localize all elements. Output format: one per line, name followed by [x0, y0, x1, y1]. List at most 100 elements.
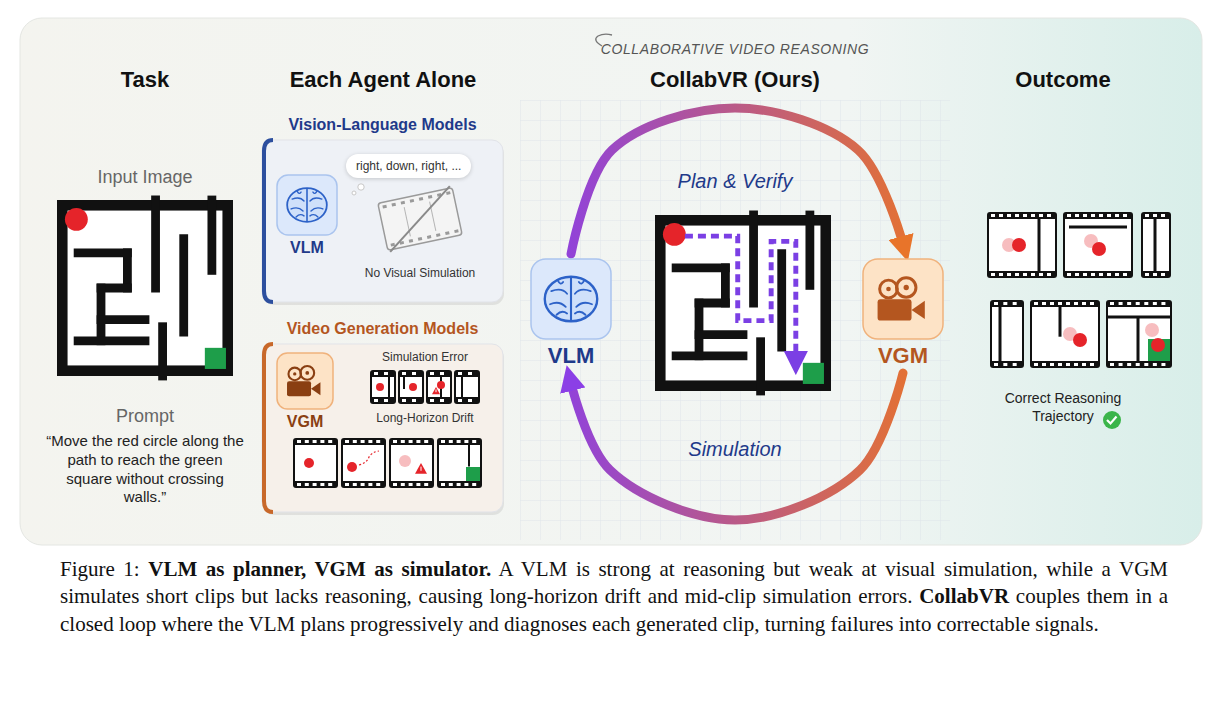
drawing-part — [557, 312, 567, 315]
drawing-part — [293, 438, 338, 488]
drawing-part — [428, 377, 450, 397]
drawing-part — [1107, 214, 1111, 217]
drawing-part — [1106, 300, 1172, 368]
drawing-part — [457, 440, 461, 443]
drawing-part — [1144, 363, 1148, 366]
drawing-part — [391, 445, 432, 481]
drawing-part — [1067, 273, 1071, 276]
drawing-part — [1012, 238, 1026, 252]
drawing-part — [1148, 339, 1170, 361]
speech-bubble: right, down, right, ... — [346, 154, 471, 178]
planned-maze — [660, 215, 825, 391]
agent-icon-box: VLM — [530, 258, 612, 369]
figure-label: Prompt — [50, 405, 240, 428]
edge-label: Plan & Verify — [625, 170, 845, 193]
drawing-part — [320, 440, 324, 443]
drawing-part — [1137, 317, 1140, 361]
drawing-part — [805, 215, 814, 285]
drawing-part — [1034, 302, 1038, 305]
drawing-part — [1144, 302, 1148, 305]
drawing-part — [179, 239, 188, 332]
drawing-part — [1013, 363, 1017, 366]
drawing-part — [999, 273, 1003, 276]
drawing-part — [1115, 214, 1119, 217]
drawing-part — [361, 483, 365, 486]
drawing-part — [1031, 273, 1035, 276]
bubble-tail — [358, 184, 364, 190]
drawing-part — [437, 438, 482, 488]
drawing-part — [345, 440, 349, 443]
drawing-part — [468, 372, 472, 375]
drawing-part — [430, 399, 434, 402]
drawing-part — [409, 239, 414, 243]
figure-label: Correct Reasoning Trajectory — [988, 390, 1138, 425]
drawing-part — [291, 208, 303, 211]
drawing-part — [1145, 323, 1159, 337]
drawing-part — [207, 200, 216, 270]
drawing-part — [441, 440, 445, 443]
panel-heading: Vision-Language Models — [262, 112, 503, 136]
icon-svg — [530, 258, 612, 340]
drawing-part — [472, 483, 476, 486]
drawing-part — [1107, 273, 1111, 276]
film-frame — [454, 370, 480, 404]
drawing-part — [449, 440, 453, 443]
drawing-part — [320, 483, 324, 486]
drawing-part — [685, 236, 796, 363]
drawing-part — [1031, 214, 1035, 217]
drawing-part — [458, 399, 462, 402]
drawing-part — [376, 483, 380, 486]
drawing-part — [1090, 363, 1094, 366]
drawing-part — [440, 399, 444, 402]
caption-run: VLM as planner, VGM as simulator. — [148, 557, 491, 581]
drawing-part — [78, 336, 145, 345]
drawing-part — [991, 214, 995, 217]
drawing-part — [1092, 242, 1106, 256]
drawing-part — [384, 372, 388, 375]
drawing-part — [991, 273, 995, 276]
drawing-part — [468, 399, 472, 402]
drawing-part — [328, 440, 332, 443]
icon-svg — [862, 258, 944, 340]
drawing-part — [418, 237, 423, 241]
drawing-part — [1082, 363, 1086, 366]
film-frame — [426, 370, 452, 404]
drawing-part — [264, 140, 273, 302]
drawing-part — [415, 463, 427, 474]
drawing-part — [1136, 363, 1140, 366]
drawing-part — [454, 229, 459, 233]
drawing-part — [912, 301, 925, 319]
drawing-part — [410, 199, 415, 203]
drawing-part — [990, 300, 1024, 368]
drawing-part — [992, 307, 1022, 361]
drawing-part — [575, 312, 585, 315]
drawing-part — [1015, 273, 1019, 276]
drawing-part — [1091, 273, 1095, 276]
drawing-part — [886, 287, 891, 292]
drawing-part — [880, 280, 898, 298]
drawing-part — [401, 201, 406, 205]
drawing-part — [896, 278, 915, 297]
drawing-part — [994, 302, 998, 305]
drawing-part — [393, 483, 397, 486]
drawing-part — [262, 140, 503, 302]
drawing-part — [421, 467, 422, 471]
drawing-part — [472, 440, 476, 443]
drawing-part — [989, 219, 1055, 271]
drawing-part — [368, 440, 372, 443]
figure-label: Input Image — [50, 166, 240, 189]
drawing-part — [1032, 307, 1098, 361]
drawing-part — [304, 458, 314, 468]
drawing-part — [101, 315, 145, 324]
drawing-part — [1141, 212, 1171, 278]
drawing-part — [1082, 302, 1086, 305]
drawing-part — [205, 348, 226, 369]
drawing-part — [1074, 363, 1078, 366]
drawing-part — [1063, 212, 1133, 278]
drawing-part — [62, 205, 227, 370]
drawing-part — [343, 445, 384, 481]
drawing-part — [1074, 302, 1078, 305]
drawing-part — [1123, 214, 1127, 217]
drawing-part — [1007, 273, 1011, 276]
drawing-part — [1007, 214, 1011, 217]
